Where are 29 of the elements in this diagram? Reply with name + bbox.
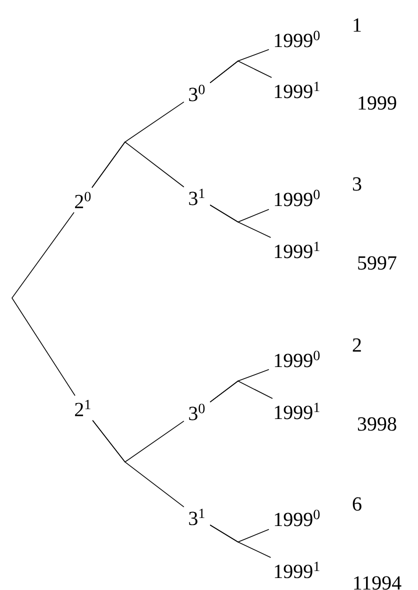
tree-label: 1999$^{1}$ [274, 402, 320, 420]
product-value: 3 [352, 177, 362, 191]
tree-label: 1999$^{0}$ [274, 30, 320, 48]
tree-label: 1999$^{1}$ [274, 82, 320, 98]
tree-label: 2$^{0}$ [75, 192, 91, 208]
tree-label: 1999$^{0}$ [274, 510, 320, 526]
branch-line [12, 212, 76, 396]
branch-line [210, 524, 272, 558]
product-value: 2 [352, 338, 361, 352]
tree-label: 3$^{0}$ [189, 84, 205, 102]
branch-line [210, 380, 273, 402]
branch-line [92, 420, 184, 508]
branch-line [92, 141, 184, 188]
product-value: 11994 [354, 576, 402, 590]
product-value: 6 [352, 497, 362, 511]
product-value: 1 [354, 18, 361, 32]
tree-label: 1999$^{1}$ [274, 562, 320, 578]
product-value: 1999 [358, 96, 396, 110]
tree-label: 1999$^{0}$ [274, 350, 320, 368]
tree-label: 1999$^{1}$ [274, 242, 320, 258]
branch-line [210, 204, 272, 238]
product-value: 5997 [358, 256, 396, 270]
tree-label: 3$^{1}$ [189, 188, 204, 206]
tree-label: 2$^{1}$ [75, 400, 90, 416]
tree-label: 3$^{0}$ [189, 404, 205, 420]
branch-line [210, 60, 272, 84]
tree-label: 3$^{1}$ [189, 508, 204, 526]
product-value: 3998 [358, 417, 396, 431]
tree-label: 1999$^{0}$ [274, 190, 320, 206]
